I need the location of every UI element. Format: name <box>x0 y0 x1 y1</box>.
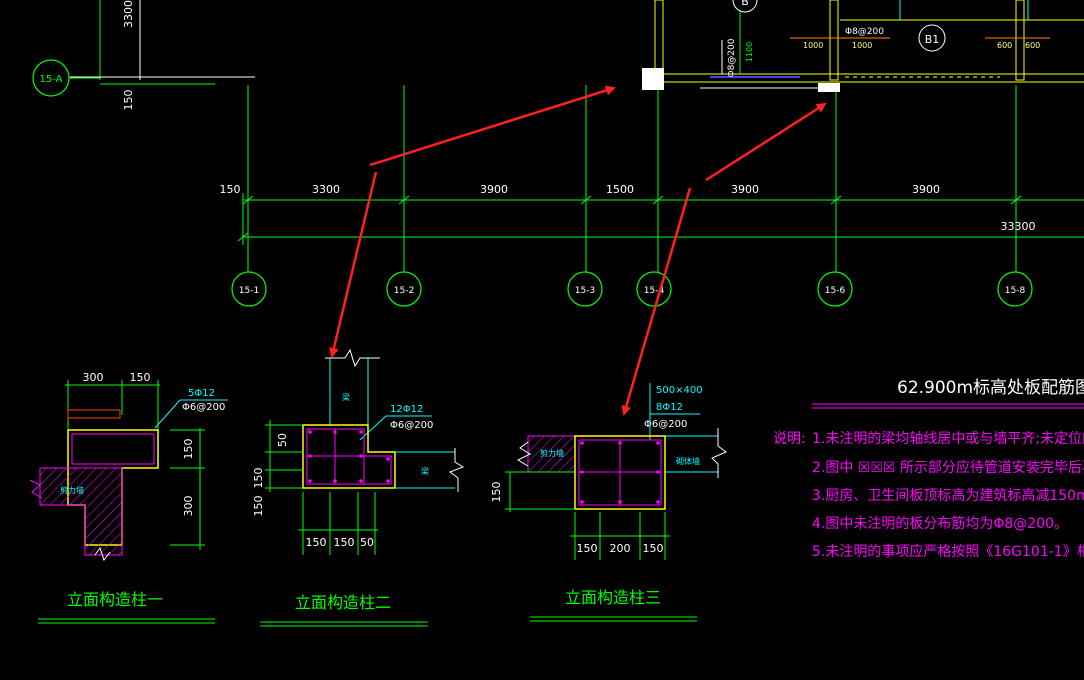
len-b: 1000 <box>852 41 872 50</box>
axis-grid: 150 3300 3900 1500 3900 3900 33300 15-1 … <box>220 85 1084 307</box>
notes-title: 62.900m标高处板配筋图 <box>897 378 1084 398</box>
col2-beam-label-top: 梁 <box>342 393 350 402</box>
axis-label-15-8: 15-8 <box>1005 286 1026 296</box>
col2-beam-label-right: 梁 <box>421 467 429 476</box>
detail-label-lower: B1 <box>925 33 940 46</box>
axis-bubble-15-2 <box>386 271 422 307</box>
detail-label-upper: B <box>741 0 749 8</box>
len-c: 600 <box>997 41 1012 50</box>
col3-dim-bottom-b: 200 <box>610 542 631 555</box>
col2-dim-left-a: 50 <box>276 433 289 447</box>
annotation-arrows <box>328 85 827 416</box>
dim-row-2: 3900 <box>480 183 508 196</box>
dim-row-4: 3900 <box>731 183 759 196</box>
note-line-1: 1.未注明的梁均轴线居中或与墙平齐;未定位的梁详见 <box>812 431 1084 447</box>
col1-dim-top-a: 300 <box>83 371 104 384</box>
dim-vertical-left: 150 <box>122 90 135 111</box>
col1-dim-right-b: 300 <box>182 496 195 517</box>
len-vertical: 1100 <box>745 42 754 62</box>
axis-label-15-3: 15-3 <box>575 286 595 296</box>
col2-rebar-main: 12Φ12 <box>390 404 423 415</box>
col1-dim-right-a: 150 <box>182 439 195 460</box>
axis-label-15-1: 15-1 <box>239 286 259 296</box>
axis-bubble-15-6 <box>817 271 853 307</box>
dim-row-0: 150 <box>220 183 241 196</box>
col3-wall-label-left: 剪力墙 <box>540 448 564 458</box>
col1-caption: 立面构造柱一 <box>67 590 163 609</box>
col2-rebar-stirrup: Φ6@200 <box>390 420 433 431</box>
col3-wall-label-right: 砌体墙 <box>676 456 700 466</box>
dim-top-left: 3300 <box>122 0 135 28</box>
detail-bubble-lower <box>918 24 946 52</box>
col3-rebar-stirrup: Φ6@200 <box>644 419 687 430</box>
axis-bubble-15-8 <box>997 271 1033 307</box>
col2-caption: 立面构造柱二 <box>295 593 391 612</box>
axis-bubble-15-3 <box>567 271 603 307</box>
column-detail-1: 300 150 5Φ12 Φ6@200 剪力墙 150 300 立面构造柱一 <box>29 371 228 624</box>
dim-row-1: 3300 <box>312 183 340 196</box>
plan-fragment: 1100 Φ8@200 B B1 Φ8@200 1000 1000 600 60… <box>642 0 1084 92</box>
arrow-to-plan-right <box>705 102 827 182</box>
col1-dim-top-b: 150 <box>130 371 151 384</box>
axis-label-15-2: 15-2 <box>394 286 414 296</box>
col3-caption: 立面构造柱三 <box>565 588 661 607</box>
col1-rebar-main: 5Φ12 <box>188 388 215 399</box>
note-line-4: 4.图中未注明的板分布筋均为Φ8@200。 <box>812 515 1068 532</box>
axis-label-15-4: 15-4 <box>644 286 665 296</box>
bar-label-left: Φ8@200 <box>727 38 737 77</box>
column-detail-3: 500×400 8Φ12 Φ6@200 剪力墙 砌体墙 150 <box>490 383 727 622</box>
len-d: 600 <box>1025 41 1040 50</box>
axis-label-15-A: 15-A <box>40 74 63 85</box>
arrow-to-column-2 <box>328 171 378 358</box>
axis-label-15-6: 15-6 <box>825 286 846 296</box>
note-line-2: 2.图中 ☒☒☒ 所示部分应待管道安装完毕后再 <box>812 459 1084 476</box>
notes-heading: 说明: <box>773 431 806 447</box>
notes-block: 62.900m标高处板配筋图 说明: 1.未注明的梁均轴线居中或与墙平齐;未定位… <box>773 378 1084 560</box>
note-line-5: 5.未注明的事项应严格按照《16G101-1》相关构造 <box>812 543 1084 560</box>
col3-rebar-main: 8Φ12 <box>656 402 683 413</box>
arrow-to-column-3 <box>621 187 692 416</box>
col3-dim-left: 150 <box>490 482 503 503</box>
dim-row-3: 1500 <box>606 183 634 196</box>
col2-dim-bottom-c: 50 <box>360 536 374 549</box>
col2-dim-left-b: 150 <box>252 468 265 489</box>
col2-dim-bottom-b: 150 <box>334 536 355 549</box>
col2-dim-left-c: 150 <box>252 496 265 517</box>
detail-bubble-upper <box>732 0 758 13</box>
note-line-3: 3.厨房、卫生间板顶标高为建筑标高减150mm;其余 <box>812 487 1084 504</box>
col2-dim-bottom-a: 150 <box>306 536 327 549</box>
col3-dim-bottom-a: 150 <box>577 542 598 555</box>
column-detail-2: 梁 12Φ12 Φ6@200 梁 50 150 150 <box>252 348 465 627</box>
arrow-to-plan-left <box>369 85 616 167</box>
len-a: 1000 <box>803 41 823 50</box>
axis-bubble-15-4 <box>636 271 672 307</box>
dim-total: 33300 <box>1001 220 1036 233</box>
col1-wall-label: 剪力墙 <box>60 485 84 495</box>
top-left-fragment: 3300 150 15-A <box>32 0 255 111</box>
col3-dim-bottom-c: 150 <box>643 542 664 555</box>
dim-row-5: 3900 <box>912 183 940 196</box>
col3-size: 500×400 <box>656 385 703 396</box>
bar-label-top: Φ8@200 <box>845 27 884 37</box>
axis-bubble-15-1 <box>231 271 267 307</box>
col1-rebar-stirrup: Φ6@200 <box>182 402 225 413</box>
